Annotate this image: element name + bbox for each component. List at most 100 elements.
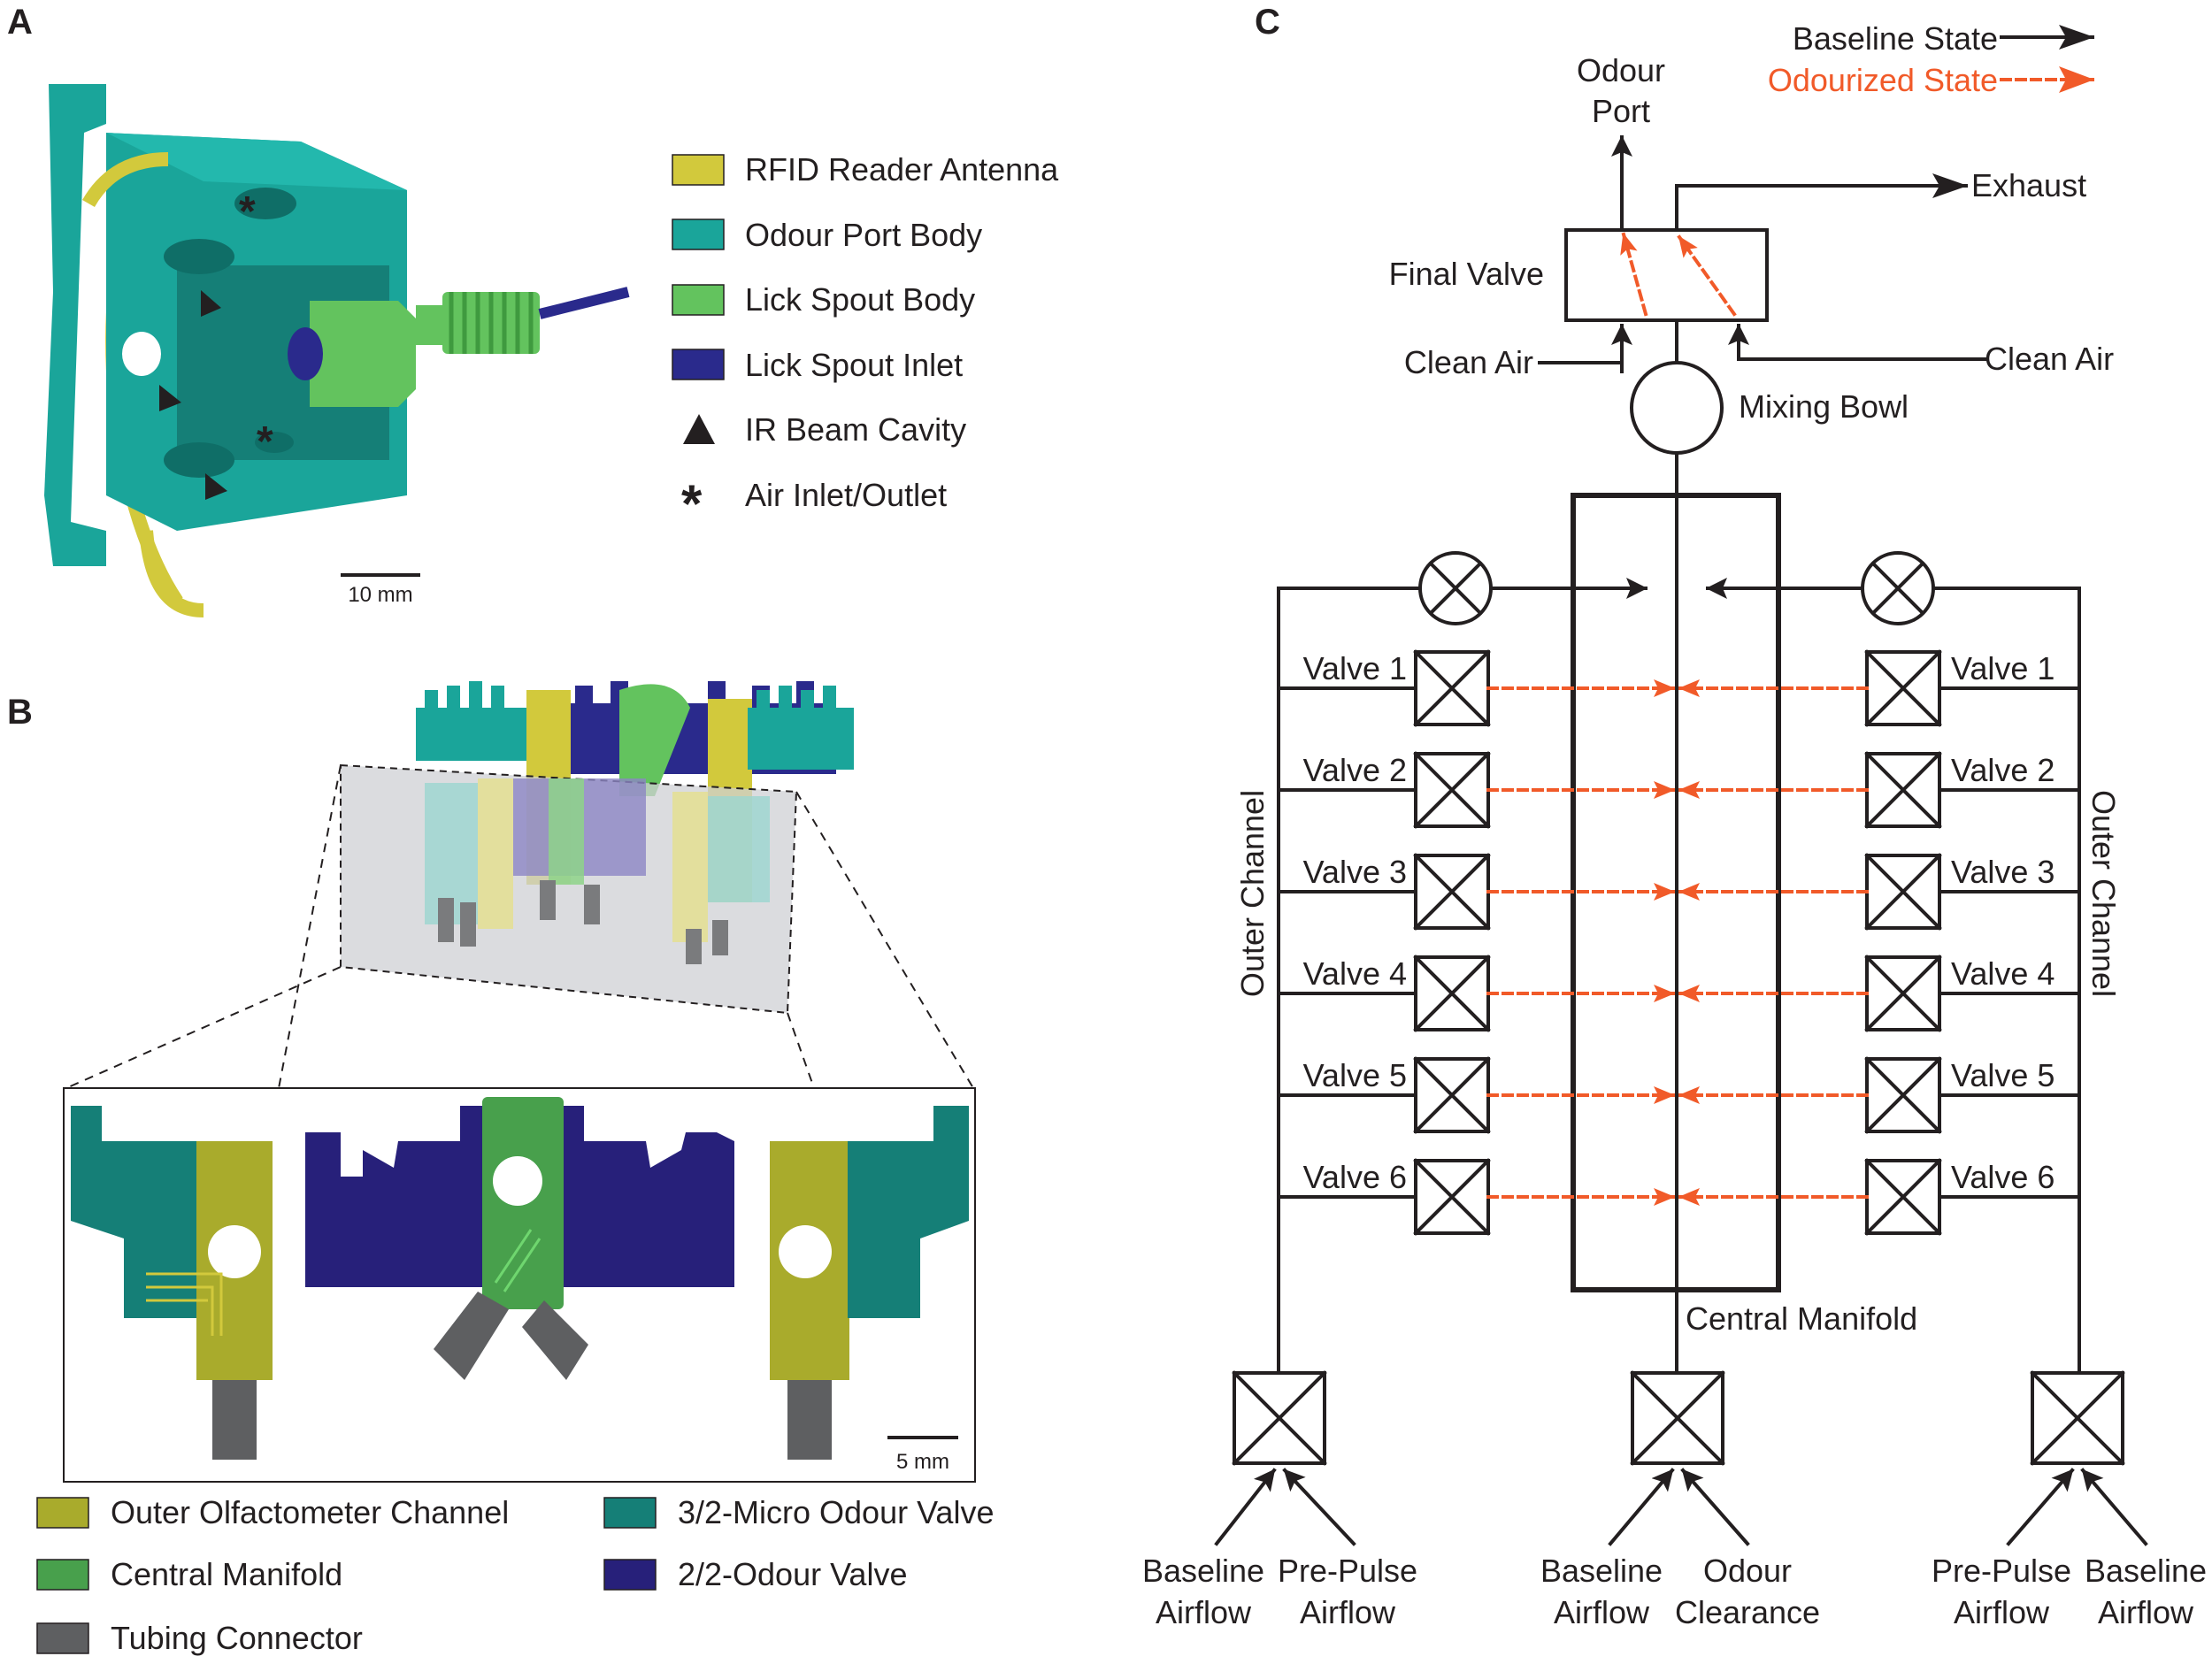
outer-channel-right-line xyxy=(1932,587,2081,1375)
air-outlet-hole xyxy=(255,432,294,453)
channel-bore xyxy=(208,1225,261,1278)
inflow-label: Clearance xyxy=(1675,1594,1820,1630)
tubing-connector-section xyxy=(434,1292,588,1380)
ir-cavity-hole xyxy=(164,239,234,274)
odour-valve-left xyxy=(1413,853,1491,931)
shutoff-valve-left xyxy=(1418,551,1493,625)
legend-b-label: 3/2-Micro Odour Valve xyxy=(678,1494,994,1530)
legend-a-label: Odour Port Body xyxy=(745,217,982,253)
valve-label-left: Valve 2 xyxy=(1303,752,1407,788)
olfactometer-3d-render xyxy=(340,681,854,1015)
valve-label-right: Valve 5 xyxy=(1951,1057,2055,1093)
panel-c: C Baseline State Odourized State Odour P… xyxy=(1142,3,2207,1630)
channel-ghost xyxy=(672,792,708,942)
port-flange xyxy=(44,84,106,566)
odour-valve-left xyxy=(1413,955,1491,1032)
legend-b-swatch xyxy=(603,1559,657,1591)
legend-c: Baseline State Odourized State xyxy=(1768,20,2094,98)
tubing-connectors-3d xyxy=(438,880,728,964)
ir-cavity-hole xyxy=(164,442,234,478)
legend-a-swatch xyxy=(672,349,725,380)
inflow-label: Pre-Pulse xyxy=(1278,1553,1417,1589)
odour-valve-left xyxy=(1413,751,1491,829)
valve-label-left: Valve 3 xyxy=(1303,854,1407,890)
legend-b-swatch xyxy=(36,1497,89,1529)
scalebar-a-label: 10 mm xyxy=(348,583,412,607)
valve-label-right: Valve 3 xyxy=(1951,854,2055,890)
odour-valve-right xyxy=(1864,955,1942,1032)
inflow-label: Airflow xyxy=(2098,1594,2194,1630)
legend-b-label: Outer Olfactometer Channel xyxy=(111,1494,509,1530)
clean-air-right-line xyxy=(1728,324,1986,361)
port-body-top xyxy=(106,133,407,190)
inflow-label: Airflow xyxy=(1156,1594,1252,1630)
manifold-bore xyxy=(493,1156,542,1206)
channel-bore xyxy=(779,1225,832,1278)
bottom-valve-mid xyxy=(1630,1370,1725,1466)
clean-air-left-label: Clean Air xyxy=(1404,344,1533,380)
clean-air-right-label: Clean Air xyxy=(1985,341,2114,377)
panel-b: B xyxy=(7,681,994,1656)
rfid-antenna-arc-top xyxy=(82,152,169,208)
legend-a: RFID Reader Antenna Odour Port Body Lick… xyxy=(672,151,1059,533)
legend-b-swatch xyxy=(36,1559,89,1591)
inflow-label: Pre-Pulse xyxy=(1932,1553,2071,1589)
legend-a-swatch xyxy=(672,154,725,186)
tubing-connector-section xyxy=(212,1380,257,1460)
triangle-icon xyxy=(683,414,715,444)
panel-b-letter: B xyxy=(7,693,33,732)
valve-label-right: Valve 6 xyxy=(1951,1159,2055,1195)
odour-valve-right xyxy=(1864,853,1942,931)
odour-port-label: Odour xyxy=(1577,52,1665,88)
odour-valve-left xyxy=(1413,1158,1491,1236)
legend-a-label: IR Beam Cavity xyxy=(745,411,966,448)
channel-passage xyxy=(146,1272,223,1336)
valve-comb-left xyxy=(416,681,531,761)
valve-label-right: Valve 2 xyxy=(1951,752,2055,788)
asterisk-icon: * xyxy=(239,188,256,235)
manifold-passage xyxy=(494,1229,541,1292)
channel-ghost xyxy=(478,778,513,929)
triangle-icon xyxy=(205,473,227,500)
air-inlet-hole xyxy=(234,188,296,219)
legend-baseline-label: Baseline State xyxy=(1793,20,1998,57)
scalebar-b-label: 5 mm xyxy=(896,1450,949,1474)
exhaust-line xyxy=(1675,173,1968,232)
zoom-guide xyxy=(278,764,342,1089)
zoom-guide xyxy=(795,791,974,1089)
odour-port-3d-render: * * xyxy=(44,84,630,617)
inflow-label: Airflow xyxy=(1300,1594,1396,1630)
mixing-bowl-circle xyxy=(1630,361,1724,455)
legend-a-swatch xyxy=(672,284,725,316)
lick-spout-thread xyxy=(416,292,540,354)
valve-label-right: Valve 4 xyxy=(1951,955,2055,992)
odour-valve-right xyxy=(1864,751,1942,829)
final-valve-label: Final Valve xyxy=(1389,256,1544,292)
odour-valve-right xyxy=(1864,1056,1942,1134)
rfid-antenna-arc-bottom xyxy=(139,530,204,617)
legend-b: Outer Olfactometer Channel 3/2-Micro Odo… xyxy=(36,1494,994,1656)
lick-spout-inlet-tube xyxy=(538,287,630,319)
outer-channel-right-label: Outer Channel xyxy=(2085,790,2122,997)
valve-row: Valve 3 Valve 3 xyxy=(1277,853,2081,931)
inflow-label: Baseline xyxy=(1540,1553,1663,1589)
legend-a-label: Lick Spout Body xyxy=(745,281,975,318)
asterisk-icon: * xyxy=(681,474,703,533)
cross-section-inset: 5 mm xyxy=(63,1087,976,1483)
mixing-bowl-label: Mixing Bowl xyxy=(1739,388,1909,425)
valve-label-left: Valve 4 xyxy=(1303,955,1407,992)
odour-valve-section-left xyxy=(305,1106,482,1287)
outer-channel-left-line xyxy=(1277,587,1422,1375)
outer-channel-left-label: Outer Channel xyxy=(1234,790,1271,997)
legend-a-label: Air Inlet/Outlet xyxy=(745,477,947,513)
tubing-connector-section xyxy=(787,1380,832,1460)
legend-b-label: Tubing Connector xyxy=(111,1620,363,1656)
final-valve-box xyxy=(1564,228,1769,322)
legend-a-label: Lick Spout Inlet xyxy=(745,347,963,383)
valve-label-left: Valve 5 xyxy=(1303,1057,1407,1093)
legend-b-swatch xyxy=(36,1622,89,1654)
odour-port-label: Port xyxy=(1592,93,1650,129)
legend-b-swatch xyxy=(603,1497,657,1529)
